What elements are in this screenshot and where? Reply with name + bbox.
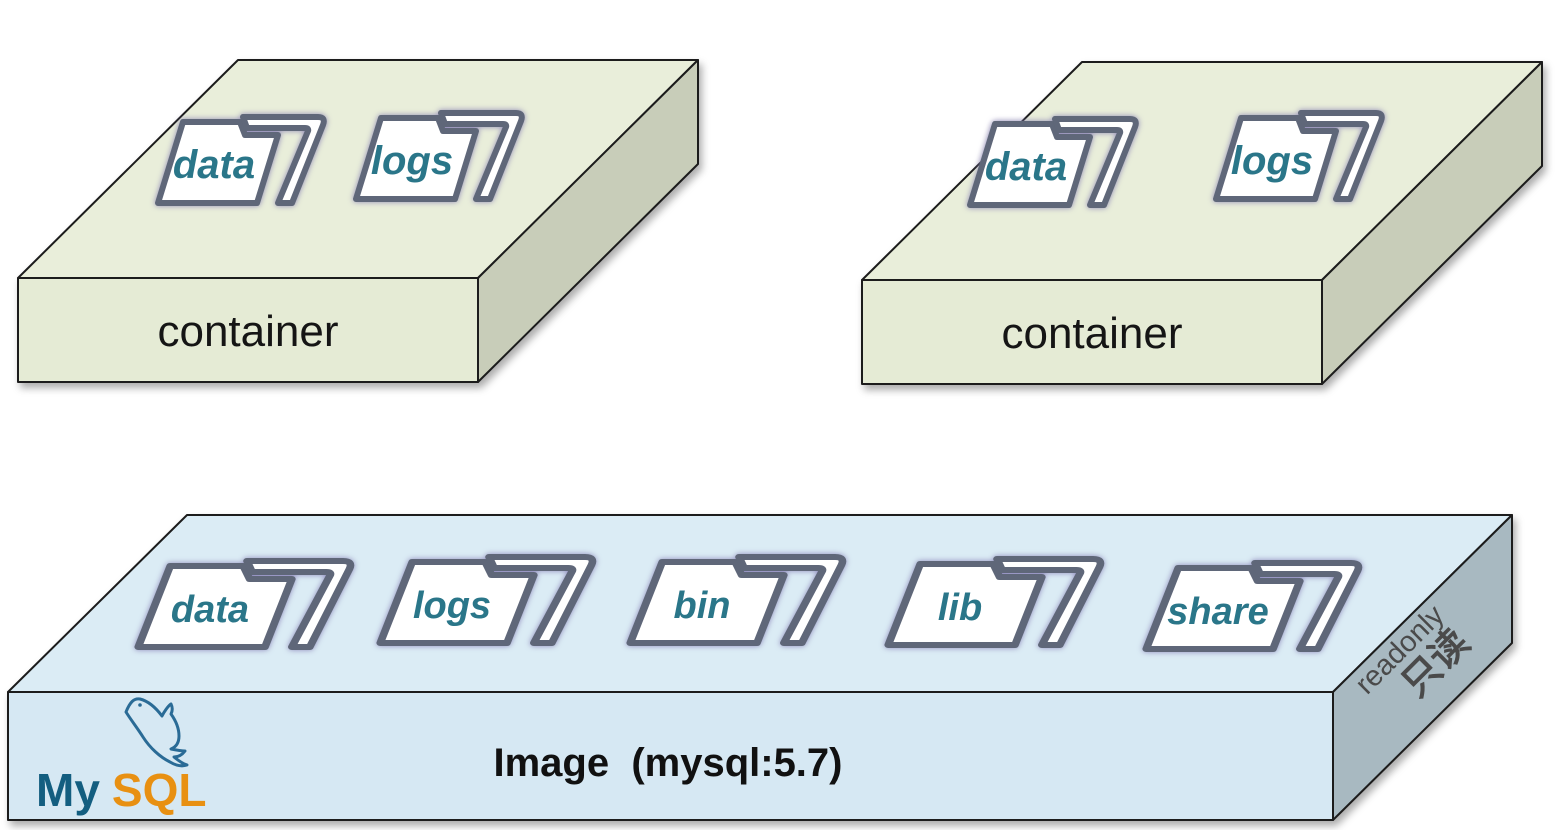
folder-icon-bin: bin: [626, 554, 847, 646]
folder-label: logs: [371, 139, 453, 183]
folder-flap: [1298, 110, 1385, 202]
folder-label: logs: [1231, 139, 1313, 183]
folder-flap: [438, 110, 525, 202]
folder-body: [1213, 115, 1339, 202]
folder-icon-logs: logs: [1213, 110, 1385, 202]
folder-flap: [1052, 116, 1139, 208]
container2-front-face: [861, 279, 1323, 385]
folder-body: [155, 119, 281, 206]
folder-label: bin: [674, 585, 731, 627]
folder-label: data: [985, 145, 1067, 189]
folder-icon-logs: logs: [353, 110, 525, 202]
folder-label: share: [1167, 591, 1268, 633]
dolphin-eye: [138, 703, 142, 707]
folder-label: data: [173, 143, 255, 187]
folder-icon-lib: lib: [884, 556, 1105, 648]
image-label: Image (mysql:5.7): [493, 741, 842, 785]
folder-label: lib: [938, 587, 982, 629]
container1-label: container: [157, 307, 338, 356]
container-box-2: container data logs: [861, 61, 1543, 385]
folder-icon-data: data: [134, 558, 355, 650]
folder-flap: [243, 558, 355, 650]
folder-label: data: [171, 589, 249, 631]
container1-front-face: [17, 277, 479, 383]
folder-body: [376, 559, 538, 646]
mysql-dolphin-icon: [124, 697, 189, 768]
folder-body: [884, 561, 1046, 648]
folder-flap: [735, 554, 847, 646]
folder-label: logs: [413, 585, 491, 627]
image-front-face: [7, 691, 1334, 821]
folder-icon-logs: logs: [376, 554, 597, 646]
folder-icon-data: data: [155, 114, 327, 206]
folder-body: [626, 559, 788, 646]
folder-flap: [993, 556, 1105, 648]
folder-body: [1142, 565, 1304, 652]
folder-body: [134, 563, 296, 650]
container-box-1: container data logs: [17, 59, 699, 383]
folder-flap: [485, 554, 597, 646]
folder-flap: [240, 114, 327, 206]
folder-icon-data: data: [967, 116, 1139, 208]
mysql-logo-sql: SQL: [112, 764, 207, 816]
folder-body: [353, 115, 479, 202]
folder-icon-share: share: [1142, 560, 1363, 652]
mysql-logo-my: My: [36, 764, 100, 816]
folder-body: [967, 121, 1093, 208]
folder-flap: [1251, 560, 1363, 652]
container2-label: container: [1001, 309, 1182, 358]
